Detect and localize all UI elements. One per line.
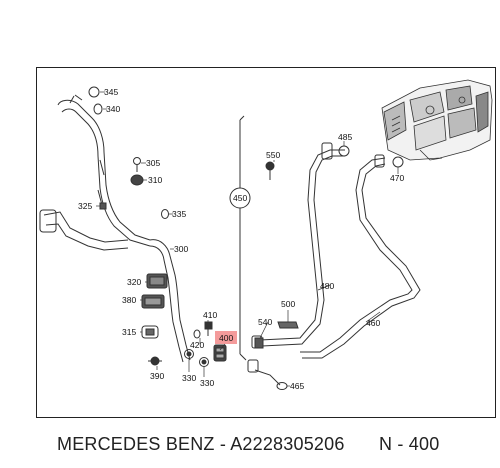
leader-lines xyxy=(96,91,399,387)
callout-500: 500 xyxy=(281,299,295,309)
callout-465: 465 xyxy=(290,381,304,391)
part-315-clip xyxy=(141,325,159,339)
callout-340: 340 xyxy=(106,104,120,114)
part-390-bolt xyxy=(148,356,162,366)
part-335-seal-ring xyxy=(161,209,169,219)
refrigerant-line-group-450 xyxy=(239,115,421,386)
part-400-valve xyxy=(213,344,227,362)
part-340-seal-ring xyxy=(93,103,103,115)
part-470-seal-ring xyxy=(392,156,404,168)
callout-335: 335 xyxy=(172,209,186,219)
part-330-clamp-b xyxy=(199,357,209,367)
part-number-caption: MERCEDES BENZ - A2228305206 xyxy=(57,433,345,454)
part-500-bracket xyxy=(277,321,299,329)
callout-480: 480 xyxy=(320,281,334,291)
hvac-unit xyxy=(381,79,493,161)
callout-labels: 345 340 305 310 325 335 300 320 380 315 … xyxy=(78,87,404,391)
callout-310: 310 xyxy=(148,175,162,185)
part-305-bolt xyxy=(133,157,141,172)
part-465-seal-ring xyxy=(276,382,288,390)
group-450-circle xyxy=(229,187,251,209)
callout-345: 345 xyxy=(104,87,118,97)
part-320-bracket xyxy=(146,273,168,289)
callout-450: 450 xyxy=(233,193,247,203)
callout-470: 470 xyxy=(390,173,404,183)
callout-550: 550 xyxy=(266,150,280,160)
callout-330-b: 330 xyxy=(200,378,214,388)
callout-380: 380 xyxy=(122,295,136,305)
callout-320: 320 xyxy=(127,277,141,287)
callout-330-a: 330 xyxy=(182,373,196,383)
caption-bar: MERCEDES BENZ - A2228305206 N - 400 xyxy=(0,426,500,462)
callout-420: 420 xyxy=(190,340,204,350)
part-410-bolt xyxy=(204,321,213,336)
callout-315: 315 xyxy=(122,327,136,337)
callout-300: 300 xyxy=(174,244,188,254)
callout-305: 305 xyxy=(146,158,160,168)
part-325-clip xyxy=(99,202,107,210)
position-caption: N - 400 xyxy=(379,433,440,454)
hose-assembly-300 xyxy=(39,94,191,363)
callout-410: 410 xyxy=(203,310,217,320)
callout-400: 400 xyxy=(219,333,233,343)
part-310-grommet xyxy=(130,174,144,186)
callout-540: 540 xyxy=(258,317,272,327)
part-380-bracket xyxy=(141,294,165,309)
part-420-o-ring xyxy=(193,329,201,339)
callout-460: 460 xyxy=(366,318,380,328)
part-330-clamp-a xyxy=(184,349,194,359)
part-550-bolt xyxy=(265,161,275,180)
callout-390: 390 xyxy=(150,371,164,381)
callout-325: 325 xyxy=(78,201,92,211)
part-485-seal-ring xyxy=(338,145,350,157)
callout-485: 485 xyxy=(338,132,352,142)
part-540-connector xyxy=(254,337,264,349)
highlight-box-400 xyxy=(215,331,237,344)
part-345-seal-ring xyxy=(88,86,100,98)
